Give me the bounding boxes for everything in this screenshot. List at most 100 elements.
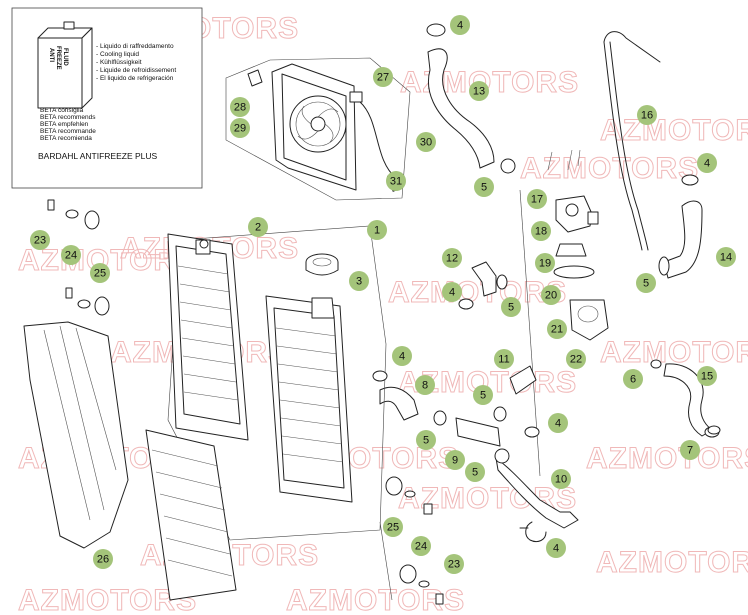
antifreeze-can-icon: ANTI FREEZE FLUID <box>37 21 93 109</box>
callout-6: 6 <box>623 369 643 389</box>
callout-number: 24 <box>415 541 427 553</box>
radiators <box>167 225 387 541</box>
callout-circle <box>230 118 250 138</box>
callout-4f: 4 <box>546 538 566 558</box>
callout-circle <box>637 105 657 125</box>
callout-number: 4 <box>457 20 463 32</box>
callout-25a: 25 <box>90 263 110 283</box>
callout-number: 27 <box>377 72 389 84</box>
liquid-line: - Liquide de refroidissement <box>96 67 176 74</box>
hose-13 <box>426 23 516 174</box>
watermark: AZMOTORS <box>586 442 748 475</box>
callout-circle <box>548 413 568 433</box>
callout-4c: 4 <box>442 282 462 302</box>
antifreeze-inset: ANTI FREEZE FLUID - Liquido di raffredda… <box>11 7 203 189</box>
callout-number: 4 <box>449 287 455 299</box>
callout-26: 26 <box>93 549 113 569</box>
callout-10: 10 <box>551 469 571 489</box>
callout-number: 25 <box>387 522 399 534</box>
callout-31: 31 <box>386 171 406 191</box>
callout-13: 13 <box>469 81 489 101</box>
callout-28: 28 <box>230 97 250 117</box>
callout-number: 4 <box>704 158 710 170</box>
recommend-line: BETA recommends <box>40 114 96 121</box>
callout-number: 21 <box>551 324 563 336</box>
liquid-line: - Cooling liquid <box>96 51 139 58</box>
callout-number: 23 <box>448 559 460 571</box>
mounting-hardware <box>47 199 444 605</box>
callout-circle <box>551 469 571 489</box>
can-label-line: FREEZE <box>55 46 61 70</box>
fan-assembly <box>225 57 411 201</box>
callout-circle <box>445 450 465 470</box>
callout-circle <box>541 285 561 305</box>
callout-circle <box>531 221 551 241</box>
liquid-line: - Kühlflüssigkeit <box>96 59 142 66</box>
callout-circle <box>546 538 566 558</box>
callout-circle <box>535 253 555 273</box>
callout-5a: 5 <box>474 177 494 197</box>
watermark: AZMOTORS <box>388 276 567 309</box>
callout-number: 2 <box>255 222 261 234</box>
callout-circle <box>494 349 514 369</box>
callout-4b: 4 <box>697 153 717 173</box>
callout-number: 4 <box>553 543 559 555</box>
callout-number: 5 <box>508 302 514 314</box>
callout-circle <box>697 366 717 386</box>
callout-12: 12 <box>442 248 462 268</box>
watermark: AZMOTORS <box>400 66 579 99</box>
callout-5c: 5 <box>636 273 656 293</box>
callout-number: 10 <box>555 474 567 486</box>
callout-2: 2 <box>248 217 268 237</box>
callout-27: 27 <box>373 67 393 87</box>
callout-number: 4 <box>399 351 405 363</box>
callout-number: 3 <box>356 276 362 288</box>
callout-circle <box>623 369 643 389</box>
watermark: AZMOTORS <box>596 546 748 579</box>
callout-number: 7 <box>687 445 693 457</box>
callout-number: 1 <box>374 225 380 237</box>
liquid-line: - El liquido de refrigeración <box>96 75 174 82</box>
callout-circle <box>636 273 656 293</box>
callout-19: 19 <box>535 253 555 273</box>
callout-circle <box>416 132 436 152</box>
thermostat-assembly <box>519 149 609 477</box>
callout-number: 8 <box>422 380 428 392</box>
callout-5d: 5 <box>473 385 493 405</box>
callout-9: 9 <box>445 450 465 470</box>
callout-23b: 23 <box>444 554 464 574</box>
watermark: AZMOTORS <box>286 584 465 615</box>
callout-circle <box>392 346 412 366</box>
recommend-line: BETA consiglia <box>40 107 84 114</box>
watermark: AZMOTORS <box>600 114 748 147</box>
liquid-line: - Liquido di raffreddamento <box>96 43 174 50</box>
callout-3: 3 <box>349 271 369 291</box>
callout-circle <box>450 15 470 35</box>
callout-17: 17 <box>527 189 547 209</box>
callout-circle <box>349 271 369 291</box>
callout-number: 16 <box>641 110 653 122</box>
callout-16: 16 <box>637 105 657 125</box>
callout-number: 9 <box>452 455 458 467</box>
callout-number: 5 <box>472 467 478 479</box>
callout-number: 29 <box>234 123 246 135</box>
callout-circle <box>680 440 700 460</box>
callout-25b: 25 <box>383 517 403 537</box>
watermark: AZMOTORS <box>520 152 699 185</box>
callout-number: 6 <box>630 374 636 386</box>
hose-14 <box>658 174 703 279</box>
callout-circle <box>527 189 547 209</box>
callout-circle <box>61 245 81 265</box>
callout-5f: 5 <box>465 462 485 482</box>
callout-circle <box>465 462 485 482</box>
recommend-line: BETA empfehlen <box>40 121 89 128</box>
can-label-line: ANTI <box>48 48 54 62</box>
overflow-tube-16 <box>603 31 661 251</box>
elbow-12 <box>458 261 508 310</box>
callout-number: 30 <box>420 137 432 149</box>
callout-circle <box>474 177 494 197</box>
callout-number: 11 <box>498 354 509 366</box>
callout-number: 14 <box>720 252 732 264</box>
product-name: BARDAHL ANTIFREEZE PLUS <box>38 151 158 161</box>
